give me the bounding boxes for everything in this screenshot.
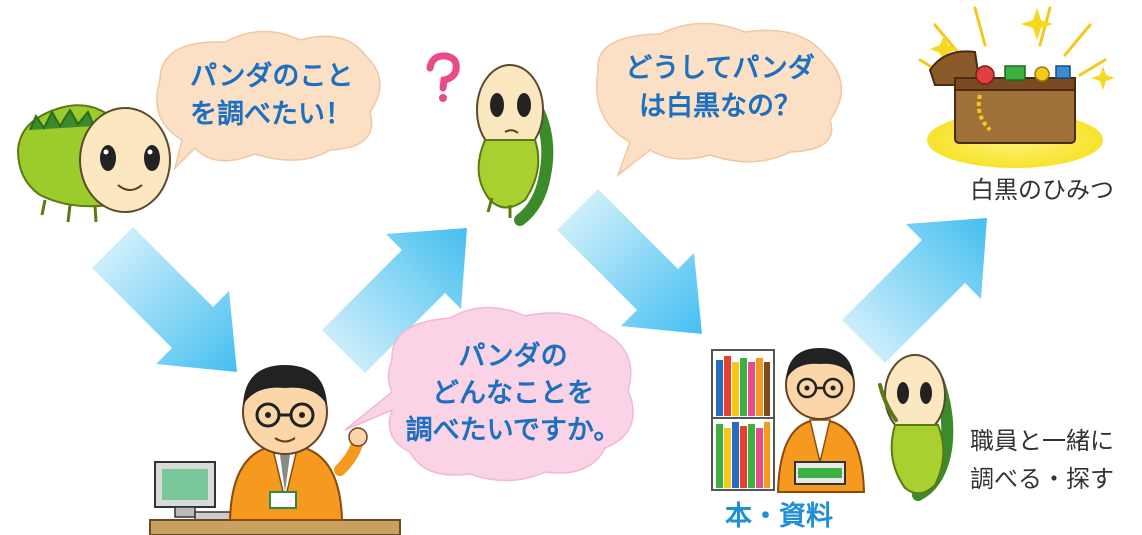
bubble-second-text: どうしてパンダ は白黒なの？ [620, 50, 820, 126]
arrow-2-up [322, 228, 467, 373]
character-wondering-icon [476, 64, 554, 226]
bubble-librarian [344, 306, 634, 482]
together-label: 職員と一緒に 調べる・探す [970, 422, 1114, 498]
librarian-desk-icon [149, 365, 401, 535]
bubble-first [156, 30, 381, 171]
books-label: 本・資料 [725, 501, 833, 532]
bubble-first-line-2: を調べたい！ [190, 99, 352, 130]
librarian-books-icon [776, 348, 866, 493]
character-crawling-icon [16, 104, 171, 223]
bookshelf-icon [711, 349, 775, 491]
together-line-2: 調べる・探す [970, 465, 1114, 493]
bubble-second [595, 22, 843, 178]
treasure-label: 白黒のひみつ [970, 176, 1114, 204]
arrow-3-down [557, 189, 702, 334]
bubble-first-text: パンダのこと を調べたい！ [190, 58, 354, 134]
treasure-chest-icon [918, 6, 1115, 168]
arrow-4-up [842, 218, 987, 363]
arrow-1-down [92, 227, 237, 372]
bubble-second-line-2: は白黒なの？ [639, 91, 801, 122]
bubble-librarian-line-3: 調べたいですか。 [405, 415, 621, 446]
together-line-1: 職員と一緒に [970, 427, 1114, 455]
bubble-librarian-line-1: パンダの [458, 341, 568, 372]
bubble-second-line-1: どうしてパンダ [625, 53, 815, 84]
character-waving-icon [878, 354, 954, 501]
bubble-first-line-1: パンダのこと [190, 61, 354, 92]
bubble-librarian-text: パンダの どんなことを 調べたいですか。 [400, 338, 626, 449]
question-mark-icon [426, 52, 460, 102]
bubble-librarian-line-2: どんなことを [432, 378, 594, 409]
